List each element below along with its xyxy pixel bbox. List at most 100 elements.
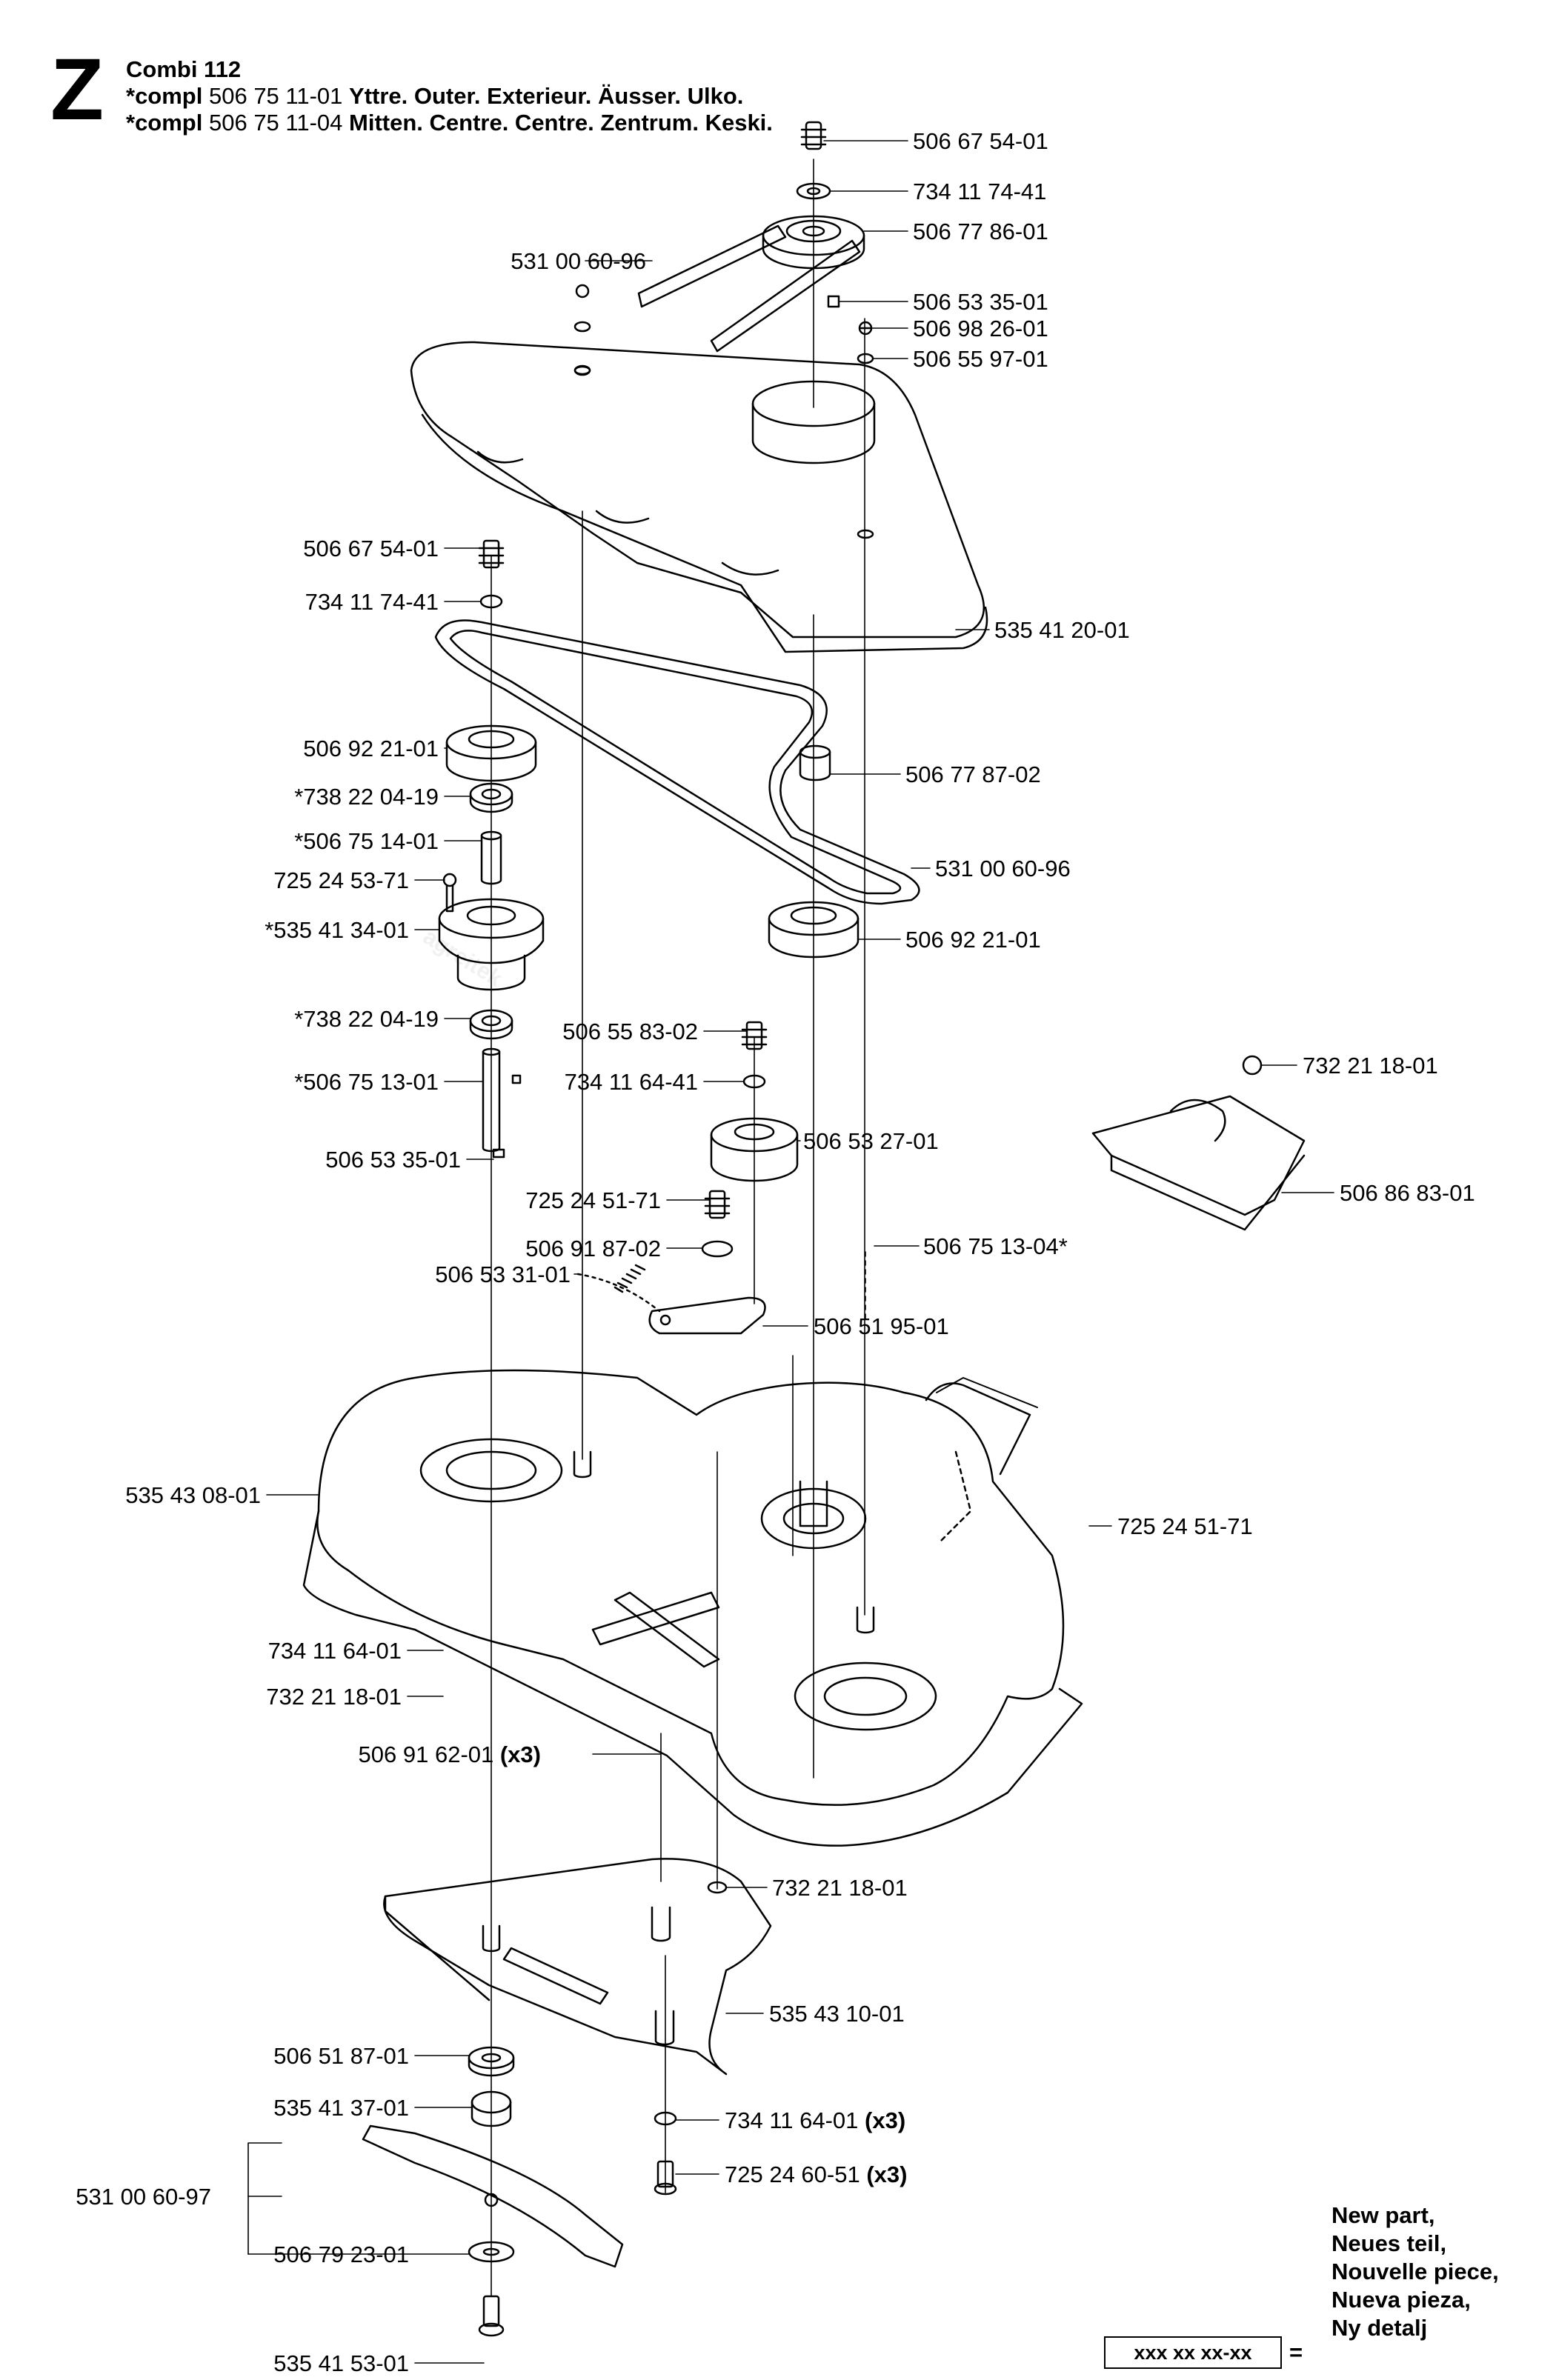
part-number: 725 24 60-51: [725, 2161, 860, 2187]
part-number: 531 00 60-96: [935, 856, 1071, 881]
part-number: 506 53 35-01: [325, 1147, 461, 1173]
compl-prefix: *compl: [126, 110, 203, 136]
compl-text: Yttre. Outer. Exterieur. Äusser. Ulko.: [349, 83, 744, 109]
part-number: 725 24 51-71: [1117, 1513, 1253, 1539]
compl-line: *compl 506 75 11-01 Yttre. Outer. Exteri…: [126, 83, 743, 110]
part-number-callout: 732 21 18-01: [266, 1684, 402, 1710]
part-number-callout: 506 92 21-01: [303, 736, 439, 761]
part-number: 734 11 74-41: [913, 179, 1046, 204]
legend-line: Neues teil,: [1331, 2230, 1447, 2256]
svg-text:agreitek: agreitek: [419, 923, 508, 992]
part-number-callout: 506 79 23-01: [273, 2241, 409, 2267]
new-part-legend: New part, Neues teil, Nouvelle piece, Nu…: [1331, 2201, 1499, 2342]
part-number-callout: 506 55 97-01: [913, 346, 1048, 372]
part-number-callout: 725 24 51-71: [525, 1187, 661, 1213]
quantity-suffix: (x3): [858, 2107, 905, 2133]
callout-labels: 506 67 54-01 734 11 74-41 506 77 86-01 531 …: [76, 128, 1474, 2376]
part-number-callout: 734 11 64-01 (x3): [725, 2107, 905, 2133]
part-number-callout: *506 75 13-01: [294, 1069, 439, 1095]
part-number: 506 91 62-01: [359, 1741, 494, 1767]
part-number-callout: 506 51 95-01: [814, 1313, 949, 1339]
part-number-callout: 734 11 64-41: [565, 1069, 698, 1095]
part-number-callout: 535 41 53-01: [273, 2350, 409, 2376]
part-number: 506 98 26-01: [913, 316, 1048, 341]
part-number: 506 53 35-01: [913, 289, 1048, 315]
part-number-callout: 725 24 51-71: [1117, 1513, 1253, 1539]
part-number-callout: 535 43 10-01: [769, 2001, 905, 2027]
part-number: 506 77 87-02: [905, 761, 1041, 787]
part-number-callout: 506 98 26-01: [913, 316, 1048, 341]
part-number: 725 24 51-71: [525, 1187, 661, 1213]
part-number: *738 22 04-19: [294, 784, 439, 810]
part-number-callout: 535 41 37-01: [273, 2095, 409, 2121]
part-number: 506 86 83-01: [1340, 1180, 1475, 1206]
part-number-callout: 531 00 60-97: [76, 2184, 211, 2210]
part-number: 725 24 53-71: [273, 867, 409, 893]
part-number: 506 92 21-01: [303, 736, 439, 761]
part-number: 506 67 54-01: [913, 128, 1048, 154]
part-number: 732 21 18-01: [266, 1684, 402, 1710]
part-number-callout: *738 22 04-19: [294, 784, 439, 810]
part-number: 506 91 87-02: [525, 1236, 661, 1261]
part-number: 734 11 74-41: [305, 589, 439, 615]
part-number: 506 75 13-04*: [923, 1233, 1068, 1259]
v-belt: [434, 619, 920, 905]
part-number-callout: 506 67 54-01: [303, 536, 439, 561]
legend-line: Nouvelle piece,: [1331, 2259, 1499, 2284]
part-number: 506 53 31-01: [435, 1261, 571, 1287]
quantity-suffix: (x3): [860, 2161, 908, 2187]
part-number: 732 21 18-01: [772, 1875, 908, 1901]
part-number-callout: 725 24 53-71: [273, 867, 409, 893]
part-number-callout: 506 91 62-01 (x3): [359, 1741, 541, 1767]
part-number-callout: 506 92 21-01: [905, 927, 1041, 953]
part-number-callout: 506 75 13-04*: [923, 1233, 1068, 1259]
part-number-callout: 506 86 83-01: [1340, 1180, 1475, 1206]
part-number-callout: 506 77 87-02: [905, 761, 1041, 787]
part-number-callout: 506 53 35-01: [913, 289, 1048, 315]
right-bracket: [1091, 1055, 1306, 1231]
part-number-callout: 732 21 18-01: [772, 1875, 908, 1901]
compl-number: 506 75 11-04: [208, 110, 343, 136]
watermark: agreitek: [419, 923, 508, 992]
part-number: 506 67 54-01: [303, 536, 439, 561]
part-number-callout: 535 43 08-01: [125, 1482, 261, 1508]
part-number: 506 53 27-01: [803, 1128, 939, 1154]
part-number-callout: 506 53 35-01: [325, 1147, 461, 1173]
part-number-callout: 506 51 87-01: [273, 2043, 409, 2069]
part-number-callout: 506 91 87-02: [525, 1236, 661, 1261]
part-number: *738 22 04-19: [294, 1006, 439, 1032]
part-number: 535 41 37-01: [273, 2095, 409, 2121]
part-number-callout: *506 75 14-01: [294, 828, 439, 854]
part-number-callout: 506 77 86-01: [913, 219, 1048, 244]
part-number-callout: *738 22 04-19: [294, 1006, 439, 1032]
part-number-callout: 734 11 74-41: [913, 179, 1046, 204]
part-number-callout: 531 00 60-96: [511, 248, 646, 274]
part-number: 506 79 23-01: [273, 2241, 409, 2267]
mower-deck: [302, 1369, 1083, 1847]
part-number: *506 75 13-01: [294, 1069, 439, 1095]
part-number: 506 77 86-01: [913, 219, 1048, 244]
part-number-callout: 535 41 20-01: [994, 617, 1130, 643]
part-number-callout: 506 53 31-01: [435, 1261, 571, 1287]
part-number: 734 11 64-41: [565, 1069, 698, 1095]
part-number: 506 51 87-01: [273, 2043, 409, 2069]
part-number: 535 43 10-01: [769, 2001, 905, 2027]
part-number-callout: 734 11 64-01: [268, 1638, 402, 1664]
part-number: 506 51 95-01: [814, 1313, 949, 1339]
leader-lines: [247, 140, 1334, 2364]
part-number-callout: 732 21 18-01: [1303, 1053, 1438, 1079]
part-number: 535 41 53-01: [273, 2350, 409, 2376]
part-number-callout: 506 53 27-01: [803, 1128, 939, 1154]
part-number: 531 00 60-97: [76, 2184, 211, 2210]
part-number: 531 00 60-96: [511, 248, 646, 274]
part-number: 506 55 97-01: [913, 346, 1048, 372]
part-number-callout: 531 00 60-96: [935, 856, 1071, 881]
legend-line: New part,: [1331, 2202, 1435, 2228]
compl-text: Mitten. Centre. Centre. Zentrum. Keski.: [349, 110, 773, 136]
top-pulley-assembly: [637, 121, 865, 353]
section-letter: Z: [50, 41, 104, 139]
belt-cover: [410, 341, 988, 653]
legend-equals: =: [1289, 2339, 1303, 2365]
part-number-callout: 506 67 54-01: [913, 128, 1048, 154]
